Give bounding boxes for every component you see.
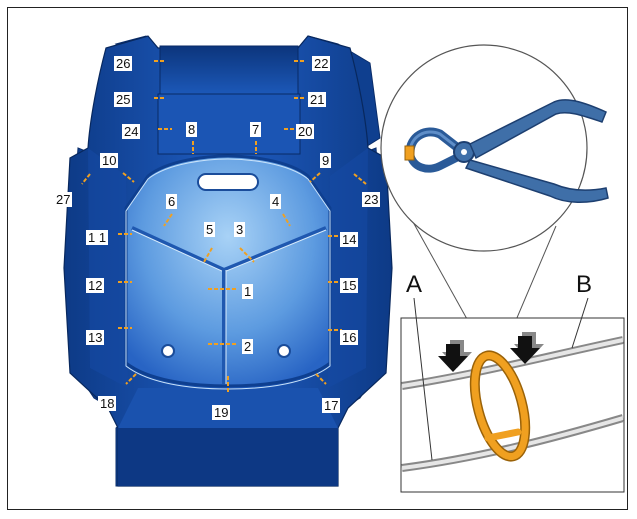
callout-9: 9	[320, 153, 332, 168]
callout-3: 3	[234, 222, 246, 237]
callout-24: 24	[122, 124, 141, 139]
callout-26: 26	[114, 56, 133, 71]
seat-center-panel	[124, 154, 332, 390]
callout-27: 27	[54, 192, 73, 207]
hog-ring-pliers	[404, 99, 609, 203]
diagram-frame: 1 2 3 4 5 6 7 8 9 10 1 1 12 13 14 15 16 …	[7, 7, 628, 510]
callout-12: 12	[86, 278, 105, 293]
callout-5: 5	[204, 222, 216, 237]
label-wire-a: A	[406, 271, 423, 298]
callout-6: 6	[166, 194, 178, 209]
label-wire-b: B	[576, 271, 593, 298]
callout-13: 13	[86, 330, 105, 345]
clip-markers	[81, 60, 367, 392]
callout-16: 16	[340, 330, 359, 345]
seat-frame-diagram	[63, 35, 625, 493]
callout-11: 1 1	[86, 230, 109, 245]
callout-1: 1	[242, 284, 254, 299]
callout-25: 25	[114, 92, 133, 107]
callout-23: 23	[362, 192, 381, 207]
callout-10: 10	[100, 153, 119, 168]
callout-19: 19	[212, 405, 231, 420]
callout-4: 4	[270, 194, 282, 209]
callout-7: 7	[250, 122, 262, 137]
callout-17: 17	[322, 398, 341, 413]
callout-2: 2	[242, 339, 254, 354]
callout-15: 15	[340, 278, 359, 293]
callout-20: 20	[296, 124, 315, 139]
callout-14: 14	[340, 232, 359, 247]
callout-18: 18	[98, 396, 117, 411]
callout-22: 22	[312, 56, 331, 71]
callout-8: 8	[186, 122, 198, 137]
callout-21: 21	[308, 92, 327, 107]
detail-box	[400, 297, 625, 493]
